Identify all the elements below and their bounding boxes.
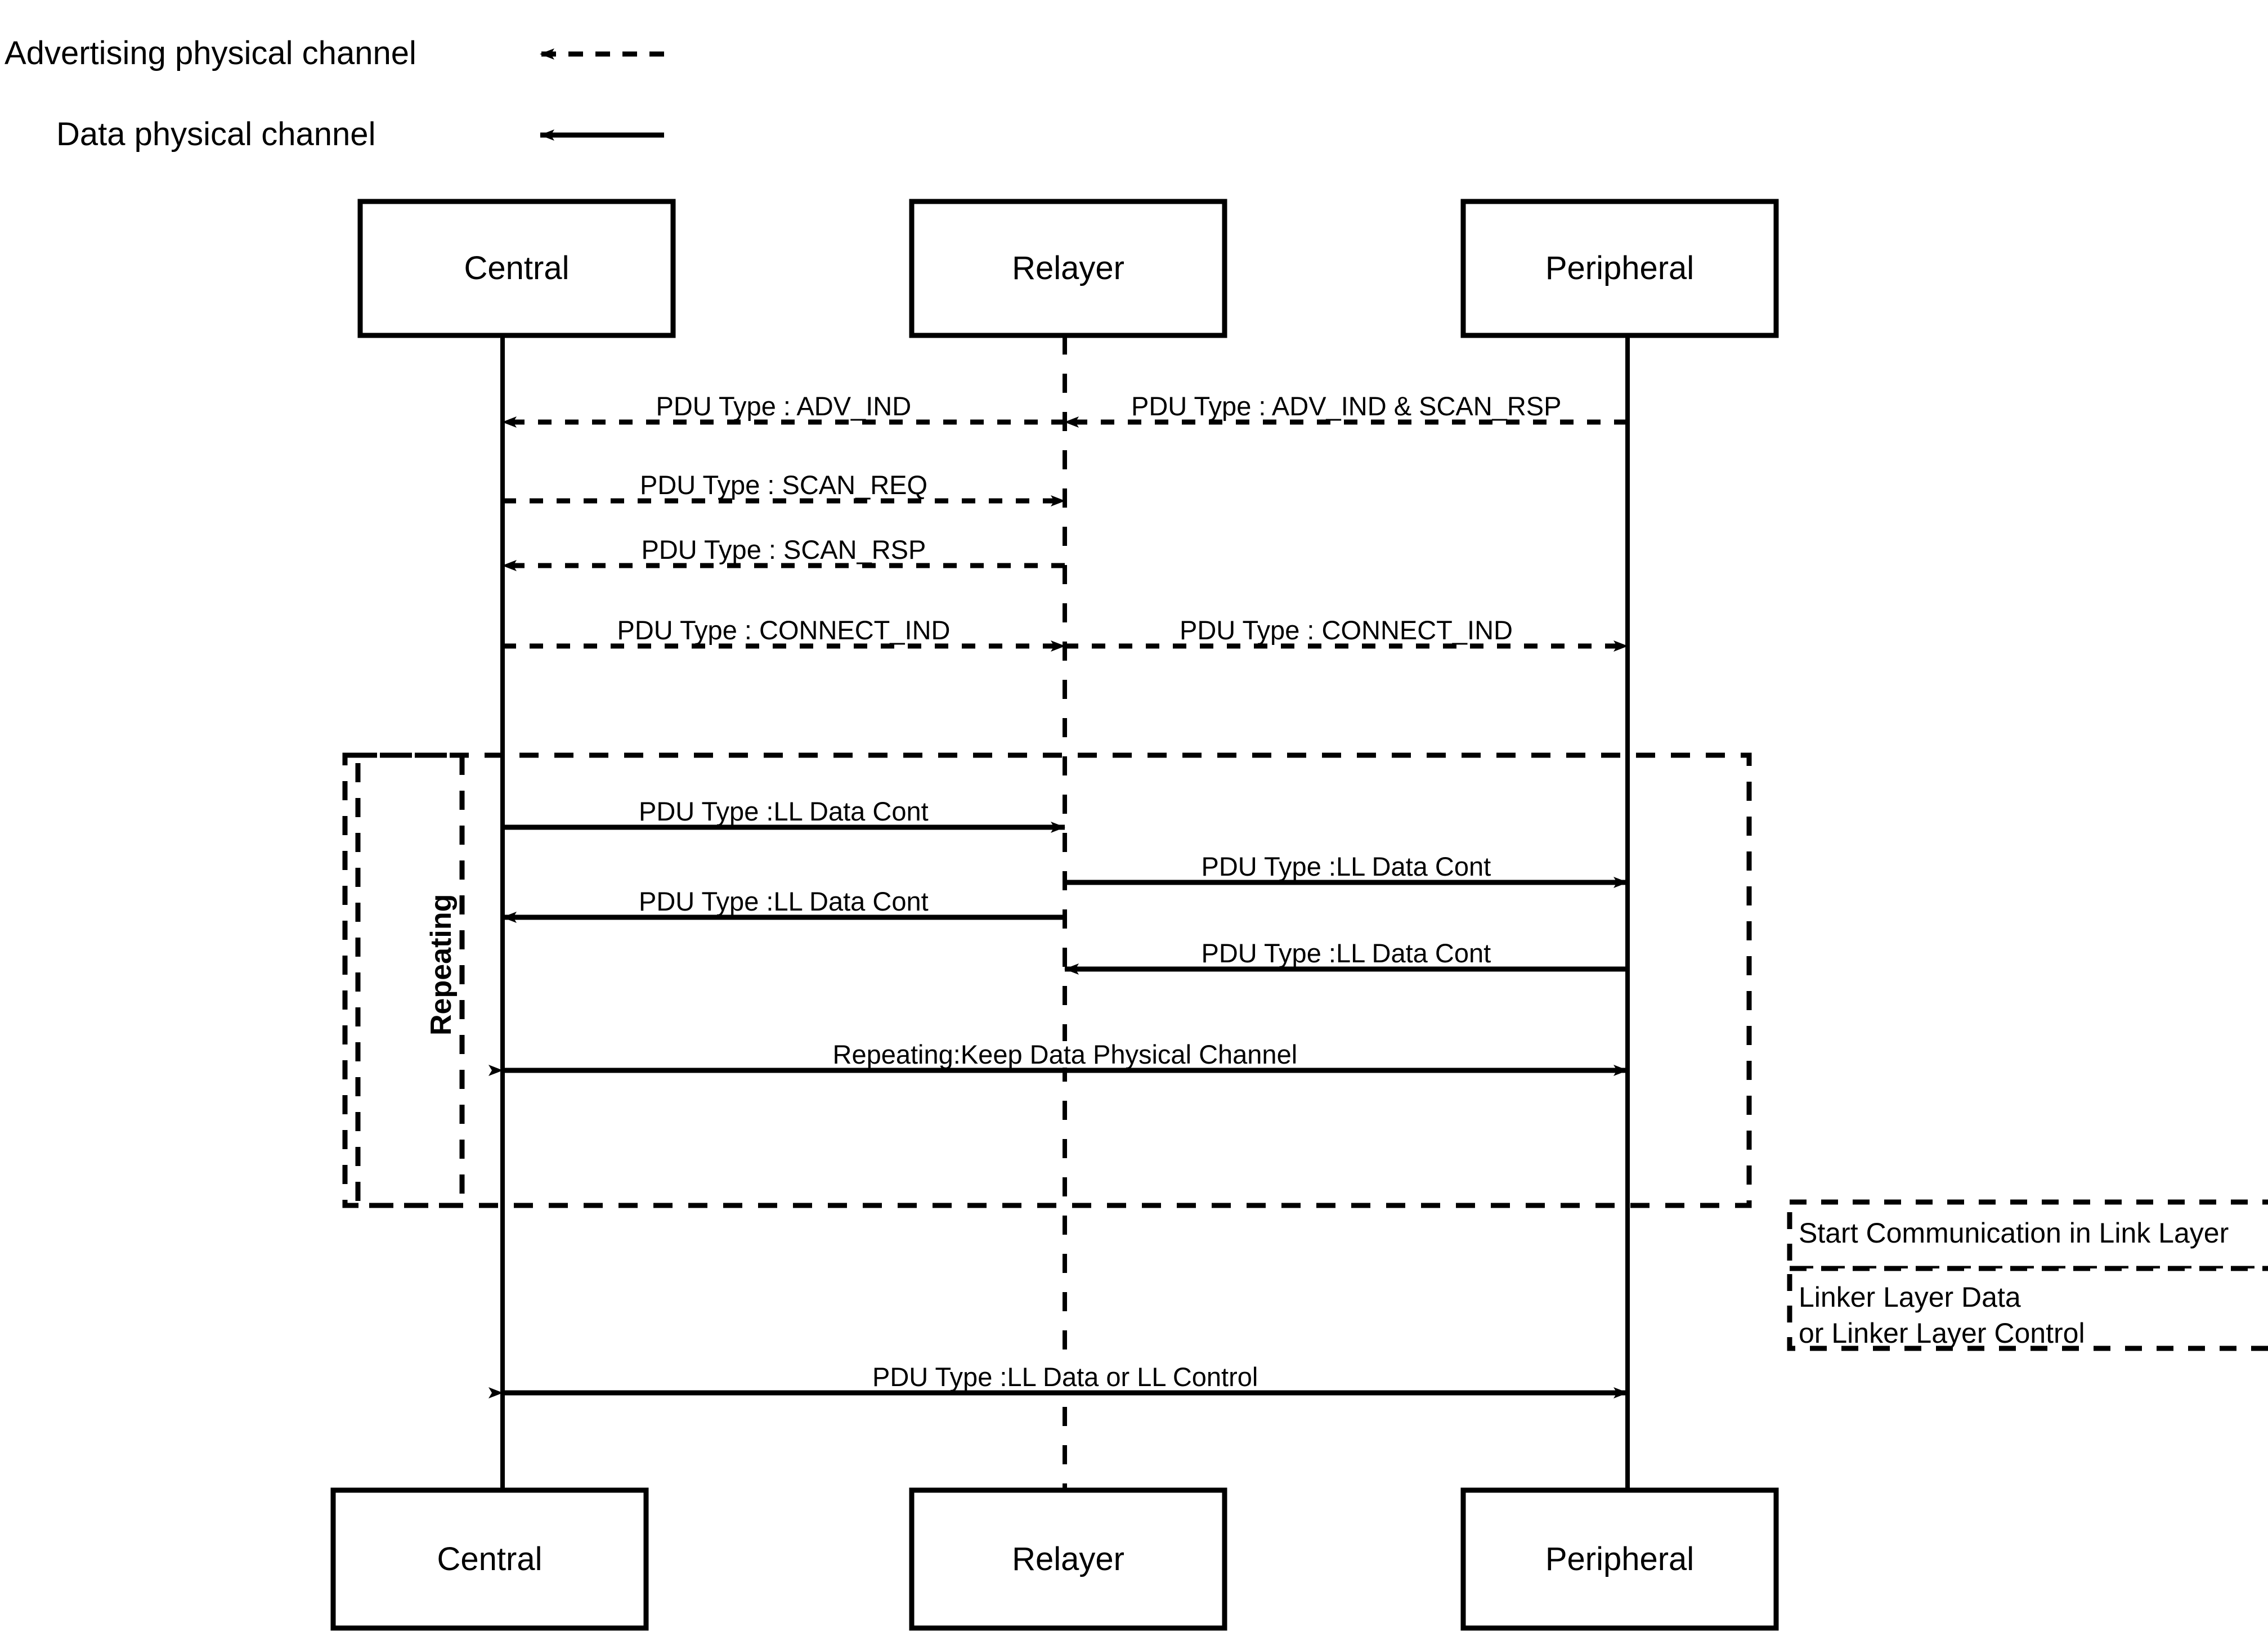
lifeline-head-box-peripheral[interactable] — [1460, 199, 1779, 338]
message-label-m10: PDU Type :LL Data Cont — [1195, 940, 1497, 966]
note-linker-layer-data-line2: or Linker Layer Control — [1799, 1317, 2085, 1349]
lifeline-foot-box-relayer[interactable] — [909, 1487, 1227, 1631]
message-label-m1: PDU Type : ADV_IND — [650, 393, 917, 419]
message-label-m11: Repeating:Keep Data Physical Channel — [827, 1041, 1303, 1068]
head-title-relayer: Relayer — [1012, 250, 1124, 286]
lifeline-foot-box-peripheral[interactable] — [1460, 1487, 1779, 1631]
message-label-m3: PDU Type : SCAN_REQ — [634, 472, 934, 498]
message-label-m6: PDU Type : CONNECT_IND — [1174, 617, 1518, 643]
message-label-m4: PDU Type : SCAN_RSP — [635, 536, 932, 563]
lifeline-foot-box-central[interactable] — [330, 1487, 649, 1631]
lifeline-head-box-relayer[interactable] — [909, 199, 1227, 338]
message-label-m2: PDU Type : ADV_IND & SCAN_RSP — [1126, 393, 1567, 419]
note-linker-layer-data-line1: Linker Layer Data — [1799, 1281, 2021, 1313]
foot-title-relayer: Relayer — [1012, 1541, 1124, 1577]
head-title-peripheral: Peripheral — [1545, 250, 1695, 286]
message-label-m9: PDU Type :LL Data Cont — [633, 888, 934, 914]
message-label-m5: PDU Type : CONNECT_IND — [611, 617, 956, 643]
fragment-outer-box[interactable] — [342, 752, 1752, 1208]
note-box-note-link-layer-data[interactable] — [1787, 1266, 2268, 1351]
legend-label-data: Data physical channel — [56, 116, 376, 153]
foot-title-central: Central — [437, 1541, 543, 1577]
message-label-m7: PDU Type :LL Data Cont — [633, 798, 934, 824]
lifeline-head-box-central[interactable] — [357, 199, 676, 338]
head-title-central: Central — [464, 250, 570, 286]
foot-title-peripheral: Peripheral — [1545, 1541, 1695, 1577]
legend-label-advertising: Advertising physical channel — [5, 35, 416, 71]
fragment-inner-box[interactable] — [355, 752, 465, 1208]
fragment-label-repeating: Repeating — [425, 894, 458, 1035]
message-label-m8: PDU Type :LL Data Cont — [1195, 853, 1497, 880]
note-start-communication: Start Communication in Link Layer — [1799, 1217, 2229, 1249]
message-label-m12: PDU Type :LL Data or LL Control — [867, 1364, 1264, 1390]
